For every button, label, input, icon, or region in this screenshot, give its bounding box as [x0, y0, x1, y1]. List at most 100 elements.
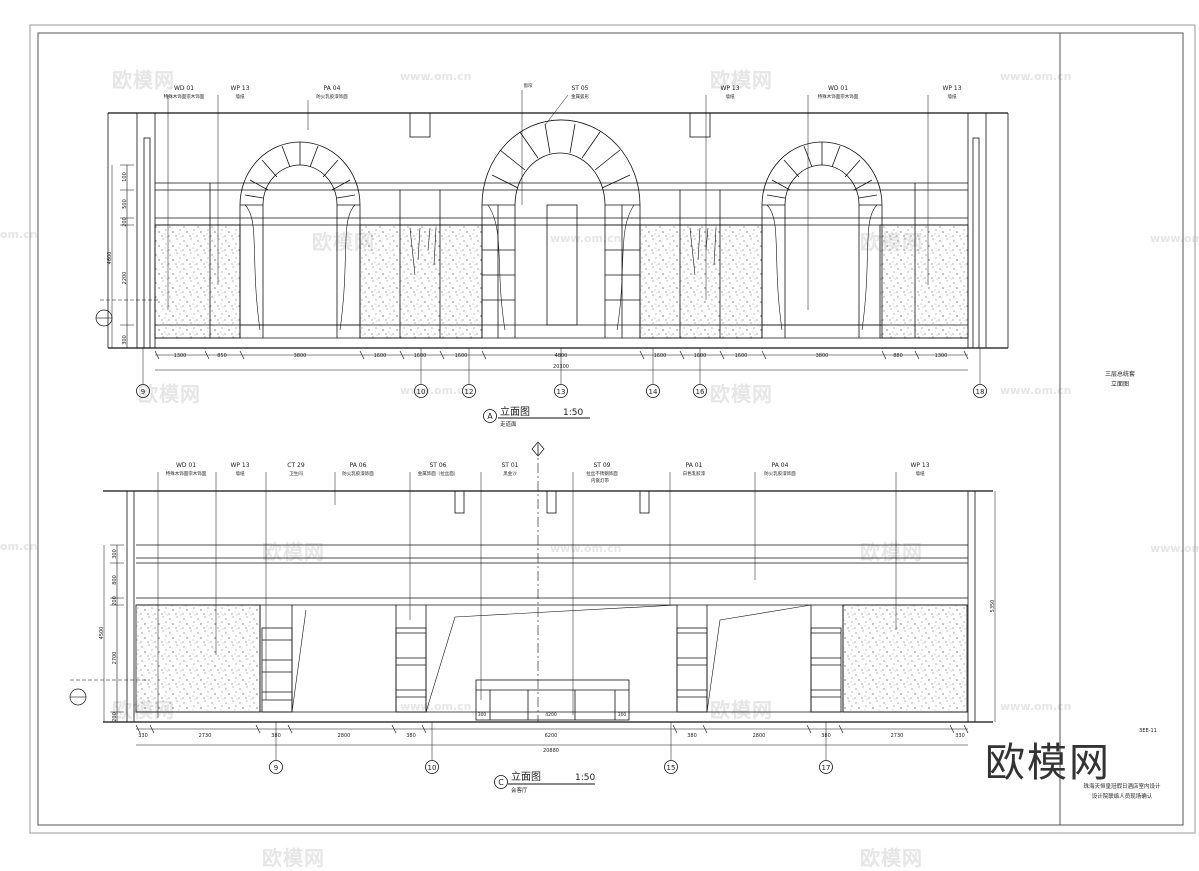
tag-note: 防火乳胶漆饰面	[342, 470, 374, 477]
elevation-subtitle: 会客厅	[511, 786, 528, 794]
sheer-curtain	[409, 227, 437, 276]
dim-label: 850	[217, 353, 227, 359]
watermark-logo: 欧模网	[112, 68, 175, 92]
watermark-logo: 欧模网	[710, 68, 773, 92]
ceiling-drop	[409, 112, 431, 138]
axis-label: 18	[976, 388, 985, 396]
dim-label: 1600	[735, 353, 748, 359]
axis-label: 15	[667, 764, 676, 772]
right-pilaster	[967, 112, 987, 349]
brand-logo: 欧模网	[985, 740, 1111, 786]
dim-label: 300	[112, 549, 118, 559]
stone-panel	[135, 604, 261, 713]
footer-note: 珠海天恒皇冠假日酒店室内设计	[1083, 782, 1161, 790]
stone-panel	[879, 224, 969, 339]
dim-label: 800	[112, 575, 118, 585]
ceiling-drop	[689, 112, 711, 138]
tag-code: ST 09	[593, 462, 610, 469]
watermark-url: www.om.cn	[1000, 70, 1072, 83]
dim-label: 2200	[122, 272, 128, 285]
ceiling-drop	[639, 490, 650, 514]
elevation-title: 立面图	[511, 770, 541, 783]
dim-label: 200	[122, 217, 128, 227]
axis-label: 16	[696, 388, 705, 396]
dim-label: 880	[893, 353, 903, 359]
axis-label: 9	[274, 764, 278, 772]
overall-dim: 4500	[99, 627, 105, 640]
dim-label: 500	[122, 199, 128, 209]
tag-code: WP 13	[910, 462, 929, 469]
tag-code: WD 01	[176, 462, 196, 469]
tag-code: PA 06	[350, 462, 367, 469]
tag-code: WP 13	[230, 85, 249, 92]
watermark-url: www.om.cn	[1000, 700, 1072, 713]
tag-code: ST 06	[429, 462, 446, 469]
tag-code: ST 01	[501, 462, 518, 469]
axis-label: 12	[465, 388, 474, 396]
dim-label: 2800	[753, 733, 766, 739]
leader-lines-a	[167, 90, 929, 310]
elevation-c	[69, 441, 996, 789]
overall-dim: 4600	[107, 252, 113, 265]
tag-note: 墙纸	[916, 470, 925, 477]
dim-label: 1600	[414, 353, 427, 359]
dim-label: 3800	[816, 353, 829, 359]
inner-frame	[37, 32, 1184, 826]
tag-extra: 内嵌灯带	[591, 477, 609, 484]
footer-note: 设计院联络人员现场确认	[1092, 792, 1153, 800]
tag-note: 拉丝不锈钢饰面	[586, 470, 618, 477]
tag-code: PA 01	[686, 462, 703, 469]
dim-label: 1600	[694, 353, 707, 359]
left-pilaster	[136, 112, 156, 349]
drawing-name: 三层总统套	[1105, 370, 1135, 378]
dim-label: 100	[122, 172, 128, 182]
dim-label: 380	[271, 733, 281, 739]
watermark-logo: 欧模网	[710, 382, 773, 406]
dim-label: 380	[687, 733, 697, 739]
sheet-number: 3EE-11	[1139, 728, 1157, 734]
elevation-scale: 1:50	[563, 408, 583, 418]
dim-label: 200	[112, 712, 118, 722]
elevation-subtitle: 走道面	[500, 420, 517, 428]
dim-label: 4800	[555, 353, 568, 359]
overall-dim: 20880	[543, 748, 559, 754]
watermark-url: www.om.cn	[550, 232, 622, 245]
dim-label: 380	[406, 733, 416, 739]
mirror-reflection	[425, 604, 678, 713]
tag-code: WD 01	[828, 85, 848, 92]
watermark-url: www.om.cn	[400, 700, 472, 713]
tag-note: 卫生间	[289, 470, 303, 477]
tag-note: 墙纸	[236, 470, 245, 477]
tag-note: 黑金沙	[503, 470, 517, 477]
dim-ticks-c	[135, 724, 969, 734]
elevation-a-labels: WD 01 特殊木饰面宗木饰面 WP 13 墙纸 PA 04 防火乳胶漆饰面 窗…	[107, 82, 984, 428]
axis-label: 10	[428, 764, 437, 772]
dim-label: 300	[618, 712, 627, 718]
tag-code: WP 13	[230, 462, 249, 469]
watermark-url: om.cn	[0, 540, 38, 553]
elevation-c-labels: WD 01 特殊木饰面宗木饰面 WP 13 墙纸 CT 29 卫生间 PA 06…	[99, 462, 996, 794]
dim-label: 6200	[545, 733, 558, 739]
dim-label: 200	[112, 596, 118, 606]
tag-note: 特殊木饰面宗木饰面	[164, 93, 205, 100]
leader-lines-c	[157, 472, 897, 718]
tag-extra: 窗帘	[524, 82, 533, 89]
dim-label: 300	[122, 335, 128, 345]
dim-label: 300	[478, 712, 487, 718]
dim-label: 330	[138, 733, 148, 739]
tag-note: 金属弧形	[571, 93, 589, 100]
ceiling-drop	[454, 490, 465, 514]
dim-label: 330	[955, 733, 965, 739]
tag-code: PA 04	[324, 85, 341, 92]
dim-label: 1600	[654, 353, 667, 359]
niche-shelves	[261, 627, 842, 713]
dim-ticks-a	[154, 350, 969, 360]
tag-code: WP 13	[942, 85, 961, 92]
axis-label: 13	[557, 388, 566, 396]
watermark-url: om.cn	[0, 228, 38, 241]
title-block: 三层总统套 立面图 3EE-11 珠海天恒皇冠假日酒店室内设计 设计院联络人员现…	[1083, 370, 1161, 800]
dim-label: 2730	[199, 733, 212, 739]
elevation-title: 立面图	[500, 405, 530, 418]
